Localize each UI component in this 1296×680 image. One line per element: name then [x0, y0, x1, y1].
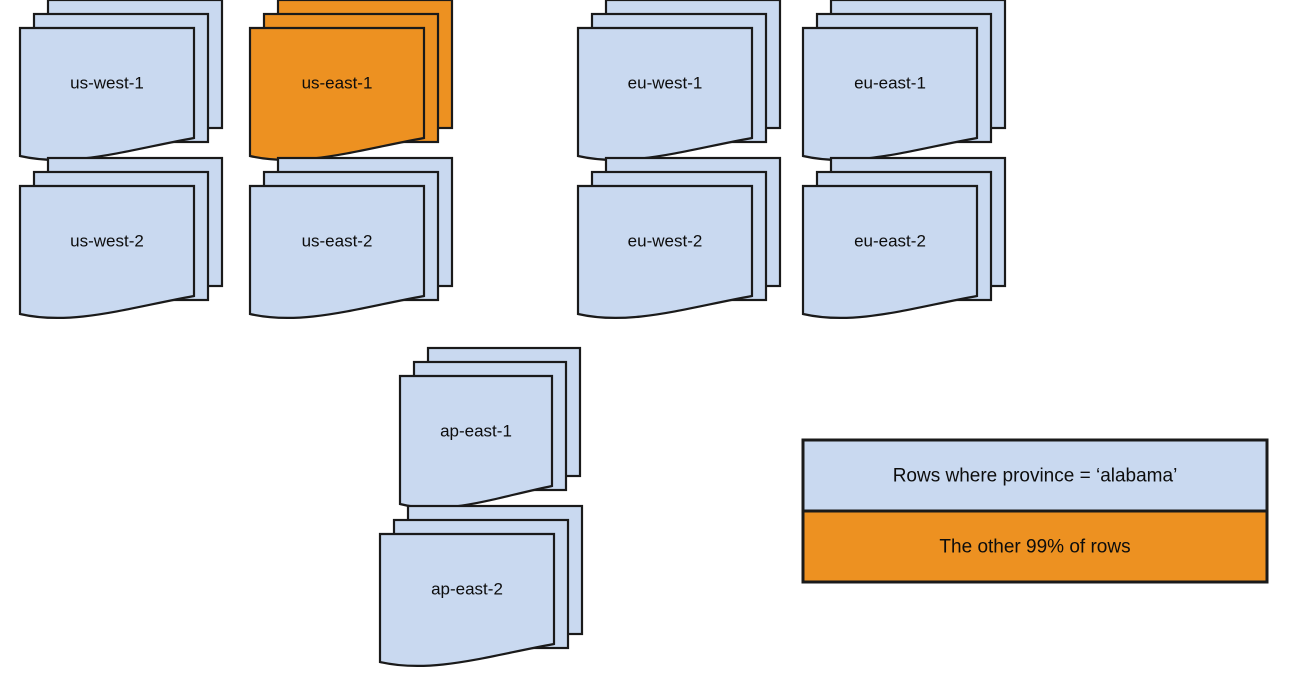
region-stack-us-east-1[interactable]: us-east-1 [248, 0, 454, 162]
region-stack-label: eu-west-1 [628, 73, 703, 92]
legend-label: The other 99% of rows [939, 537, 1130, 558]
region-stacks-group: us-west-1 us-east-1 eu-west-1 eu-east-1 us-w… [18, 0, 1007, 668]
region-stack-eu-west-2[interactable]: eu-west-2 [576, 156, 782, 320]
stack-layer-front [18, 184, 196, 320]
region-stack-label: ap-east-2 [431, 579, 503, 598]
stack-layer-front [576, 184, 754, 320]
region-stack-eu-east-1[interactable]: eu-east-1 [801, 0, 1007, 162]
region-stack-us-west-1[interactable]: us-west-1 [18, 0, 224, 162]
legend-label: Rows where province = ‘alabama’ [893, 466, 1178, 487]
region-stack-eu-east-2[interactable]: eu-east-2 [801, 156, 1007, 320]
region-stack-ap-east-1[interactable]: ap-east-1 [398, 346, 582, 510]
region-stack-label: eu-east-2 [854, 231, 926, 250]
region-stack-label: us-east-2 [302, 231, 373, 250]
region-stack-ap-east-2[interactable]: ap-east-2 [378, 504, 584, 668]
legend-row-province: Rows where province = ‘alabama’ [801, 438, 1269, 513]
legend-row-other: The other 99% of rows [801, 509, 1269, 584]
region-stack-us-east-2[interactable]: us-east-2 [248, 156, 454, 320]
region-stack-label: us-east-1 [302, 73, 373, 92]
stack-layer-front [378, 532, 556, 668]
region-stack-label: us-west-2 [70, 231, 144, 250]
stack-layer-front [801, 184, 979, 320]
legend-swatch [801, 509, 1269, 584]
stack-layer-front [248, 184, 426, 320]
stack-layer-front [18, 26, 196, 162]
legend-swatch [801, 438, 1269, 513]
region-stack-label: eu-west-2 [628, 231, 703, 250]
region-stack-us-west-2[interactable]: us-west-2 [18, 156, 224, 320]
stack-layer-front [398, 374, 554, 510]
legend: Rows where province = ‘alabama’ The other… [801, 438, 1269, 584]
region-stack-label: ap-east-1 [440, 421, 512, 440]
stack-layer-front [248, 26, 426, 162]
region-stack-label: us-west-1 [70, 73, 144, 92]
region-stack-eu-west-1[interactable]: eu-west-1 [576, 0, 782, 162]
stack-layer-front [801, 26, 979, 162]
region-stack-label: eu-east-1 [854, 73, 926, 92]
stack-layer-front [576, 26, 754, 162]
